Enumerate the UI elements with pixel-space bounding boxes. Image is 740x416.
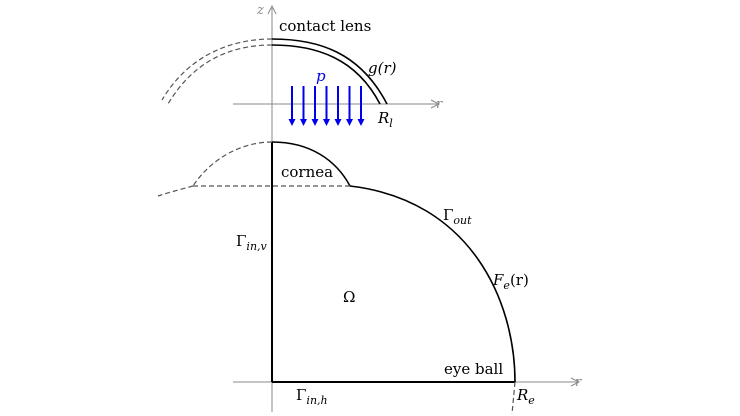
eye-r-axis-arrowhead (570, 377, 581, 387)
pressure-arrow-head (323, 119, 330, 126)
cornea-label: cornea (281, 163, 333, 181)
r-e-main: R (516, 386, 528, 404)
gamma-in-h-main: Γ (296, 386, 306, 404)
gamma-out-main: Γ (443, 206, 453, 224)
cornea-curve (271, 141, 351, 187)
pressure-arrow-head (346, 119, 353, 126)
f-e-sub: e (503, 279, 510, 292)
f-e-tail: (r) (510, 271, 529, 289)
pressure-arrow-head (288, 119, 296, 126)
g-of-r-text: g(r) (368, 59, 397, 77)
eye-ball-mirror-dashed (157, 185, 194, 197)
lens-r-axis-arrowhead (430, 99, 441, 109)
contact-lens-outer-curve (271, 38, 388, 105)
gamma-in-v-sub: in,v (246, 240, 267, 253)
z-axis-label: z (256, 3, 264, 18)
f-e-label: Fe(r) (492, 271, 529, 292)
eye-ball-label: eye ball (444, 360, 503, 378)
pressure-arrow-head (311, 119, 319, 126)
gamma-out-label: Γout (443, 206, 472, 227)
r-e-label: Re (516, 386, 535, 407)
contact-lens-mirror-inner-dashed (167, 44, 273, 105)
pressure-label: p (316, 67, 326, 85)
eye-ball-below-dashed (511, 381, 516, 415)
r-e-sub: e (528, 394, 535, 407)
lens-r-axis-label: r (436, 97, 443, 112)
f-e-main: F (492, 271, 504, 289)
gamma-in-v-label: Γin,v (236, 232, 268, 253)
cornea-mirror-dashed (192, 141, 273, 187)
pressure-arrow-head (300, 119, 307, 126)
omega-label: Ω (343, 288, 355, 306)
g-of-r-label: g(r) (368, 59, 397, 77)
pressure-arrow-head (357, 119, 365, 126)
z-axis-arrowhead (267, 4, 277, 15)
contact-lens-label: contact lens (279, 17, 371, 35)
pressure-arrows (288, 86, 365, 126)
r-l-label: Rl (377, 109, 393, 130)
contact-lens-mirror-outer-dashed (161, 38, 273, 101)
pressure-arrow-head (334, 119, 342, 126)
eye-r-axis-label: r (575, 375, 582, 390)
gamma-in-h-label: Γin,h (296, 386, 328, 407)
contact-lens-inner-curve (271, 44, 381, 105)
r-l-main: R (377, 109, 389, 127)
r-l-sub: l (389, 117, 393, 130)
gamma-out-sub: out (453, 214, 472, 227)
eye-ball-curve (349, 185, 516, 383)
gamma-in-v-main: Γ (236, 232, 246, 250)
gamma-in-h-sub: in,h (306, 394, 327, 407)
